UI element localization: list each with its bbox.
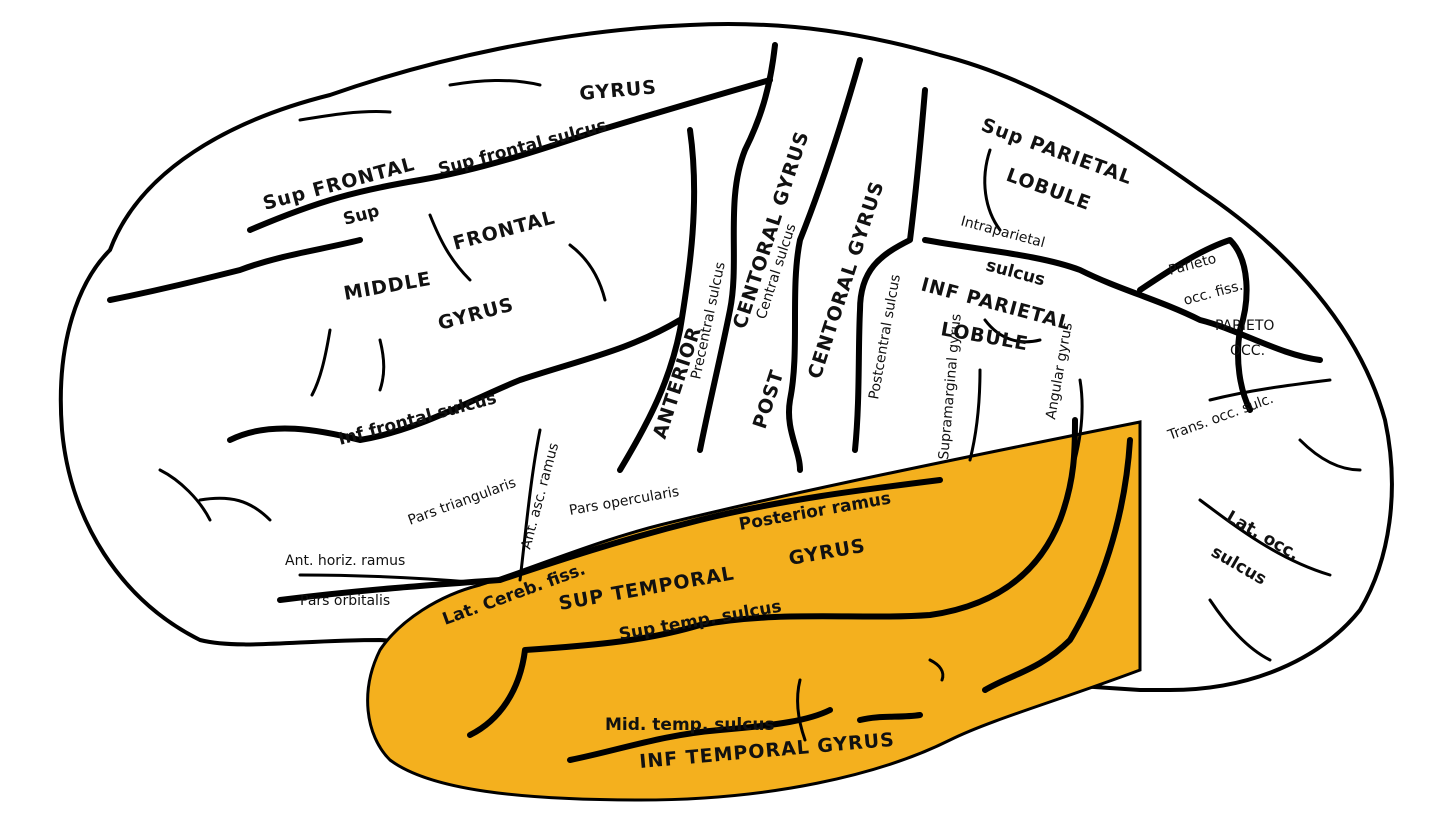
precentral-sulcus [617,127,698,473]
temporal-branch-2 [928,658,945,682]
mid-temporal-sulcus [567,707,833,763]
central-sulcus [697,42,778,453]
label-parieto-occ: PARIETO [1215,318,1274,334]
sup-frontal-sulcus [247,77,773,233]
frontal-sulcus-branch-5 [298,110,392,122]
label-occ: OCC. [1230,343,1265,359]
frontal-sulcus-branch-1 [310,328,332,397]
lateral-fissure [277,477,943,603]
supramarginal-branch [968,368,982,462]
intraparietal-sulcus [922,237,1323,363]
temporal-lobe [366,420,1142,802]
frontal-sulcus-branch-8 [198,496,272,522]
inf-frontal-sulcus [227,317,683,443]
parietal-sulcus-branch-2 [983,318,1042,344]
postcentral-sulcus-2 [852,87,928,453]
frontal-sulcus-branch-6 [448,79,542,87]
label-ant-horiz-ramus: Ant. horiz. ramus [285,553,405,569]
temporal-branch [796,678,807,742]
sup-temporal-sulcus [467,417,1078,738]
occ-sulcus-branch-2 [1208,598,1272,662]
inf-temporal-sulcus-short [857,712,923,723]
frontal-sulcus-branch-3 [428,213,472,282]
frontal-sulcus-branch-7 [158,468,212,522]
label-mid-temp-sulcus: Mid. temp. sulcus [605,715,775,735]
parietal-sulcus-branch [983,148,1002,232]
frontal-sulcus-branch-2 [378,338,386,392]
occ-sulcus-branch [1298,438,1362,472]
mid-temporal-sulcus-upper [982,437,1133,693]
trans-occ-sulcus [1208,378,1332,402]
label-pars-orbitalis: Pars orbitalis [300,593,390,609]
ant-horiz-ramus [298,573,472,584]
ant-asc-ramus [518,428,542,582]
frontal-sulcus-branch-4 [568,243,607,302]
postcentral-sulcus [786,57,863,473]
middle-frontal-sulcus [107,237,363,303]
lat-occ-sulcus [1198,498,1332,577]
parieto-occipital-fissure [1137,237,1253,413]
